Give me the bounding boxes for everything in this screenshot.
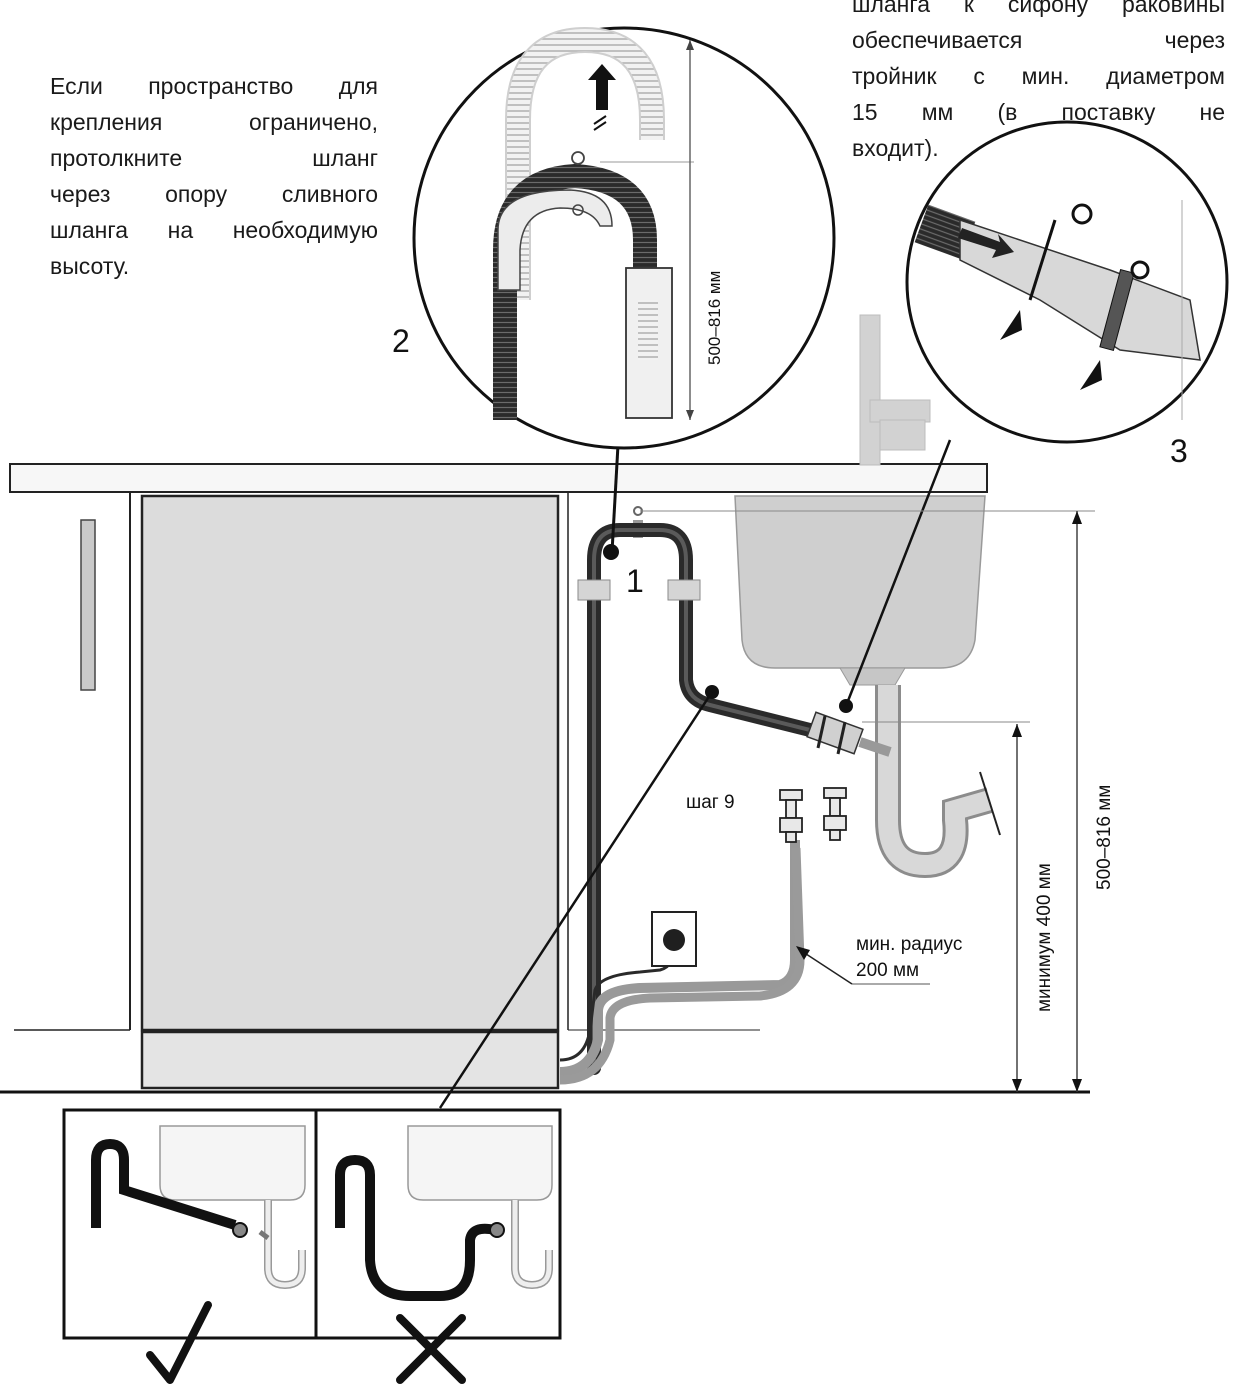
note-line: обеспечивается через — [852, 27, 1225, 53]
hose-clip — [577, 579, 611, 601]
water-tap-right — [823, 787, 847, 841]
note-line: шланга к сифону раковины — [852, 0, 1225, 17]
note-line: через опору сливного — [50, 181, 378, 207]
callout-number-3: 3 — [1170, 433, 1188, 469]
water-tap-left — [779, 789, 803, 843]
check-mark-icon — [146, 1301, 212, 1384]
note-line: 15 мм (в поставку не — [852, 99, 1225, 125]
note-line: шланга на необходимую — [50, 217, 378, 243]
sink — [734, 495, 986, 686]
detail-dimension-label: 500–816 мм — [705, 271, 724, 365]
cross-mark-icon — [396, 1314, 466, 1384]
power-socket — [651, 911, 697, 967]
note-line: Если пространство для — [50, 73, 378, 99]
dishwasher-door — [140, 494, 560, 1032]
callout-number-2: 2 — [392, 323, 410, 359]
callout-dot-1 — [603, 544, 619, 560]
dishwasher-plinth — [140, 1030, 560, 1090]
hose-clip — [667, 579, 701, 601]
note-line: протолкните шланг — [50, 145, 378, 171]
dishwasher — [140, 494, 560, 1090]
dimension-minimum: минимум 400 мм — [862, 721, 1055, 1092]
min-dimension-label: минимум 400 мм — [1034, 863, 1055, 1012]
countertop — [9, 463, 988, 493]
step-label: шаг 9 — [686, 792, 735, 813]
siphon — [875, 685, 1001, 879]
hose-support-note: Если пространство для крепления ограниче… — [50, 68, 378, 284]
faucet — [859, 314, 931, 466]
note-line: тройник с мин. диаметром — [852, 63, 1225, 89]
radius-label-line2: 200 мм — [856, 960, 919, 981]
note-line: высоту. — [50, 253, 130, 279]
dimension-main: 500–816 мм — [640, 510, 1115, 1092]
main-dimension-label: 500–816 мм — [1094, 785, 1115, 890]
note-line: крепления ограничено, — [50, 109, 378, 135]
incorrect-install-panel — [314, 1108, 562, 1340]
callout-number-1: 1 — [626, 563, 644, 599]
correct-install-panel — [62, 1108, 318, 1340]
left-cabinet — [14, 492, 131, 1031]
siphon-connector — [806, 711, 892, 757]
radius-label-line1: мин. радиус — [856, 934, 962, 955]
inlet-hose — [559, 847, 805, 1085]
siphon-connection-note: шланга к сифону раковины обеспечивается … — [852, 0, 1225, 166]
detail-circle-3 — [905, 120, 1229, 444]
detail-circle-2: 500–816 мм — [412, 26, 836, 450]
cabinet-handle — [80, 519, 96, 691]
note-line: входит). — [852, 135, 939, 161]
